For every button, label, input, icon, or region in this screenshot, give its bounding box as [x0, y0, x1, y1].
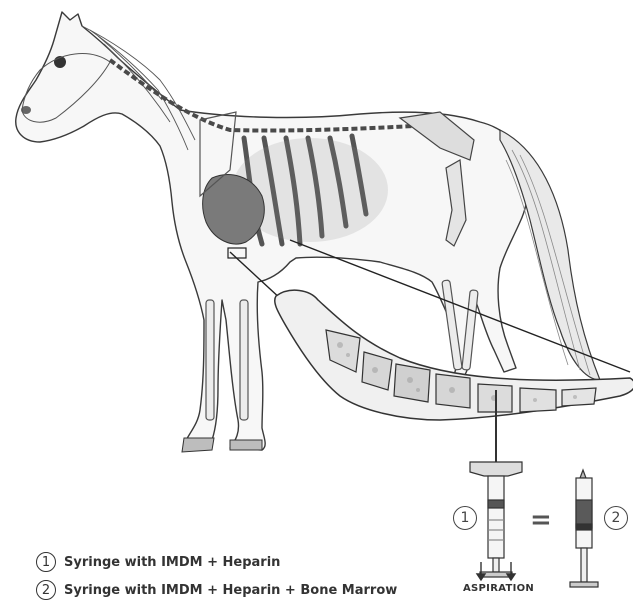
legend-item-1: 1 Syringe with IMDM + Heparin	[36, 552, 280, 572]
right-syringe	[570, 470, 598, 587]
legend-text-1: Syringe with IMDM + Heparin	[64, 555, 280, 570]
aspiration-label: ASPIRATION	[463, 583, 534, 594]
hooves	[182, 438, 262, 452]
equals-sign: =	[530, 505, 552, 535]
syringe-2-marker: 2	[604, 506, 628, 530]
legend-number-2: 2	[36, 580, 56, 600]
syringe-1-number: 1	[461, 510, 470, 526]
legend-item-2: 2 Syringe with IMDM + Heparin + Bone Mar…	[36, 580, 397, 600]
left-syringe	[470, 462, 522, 577]
syringe-2-number: 2	[612, 510, 621, 526]
legend-number-1: 1	[36, 552, 56, 572]
legend-text-2: Syringe with IMDM + Heparin + Bone Marro…	[64, 583, 397, 598]
syringe-1-marker: 1	[453, 506, 477, 530]
